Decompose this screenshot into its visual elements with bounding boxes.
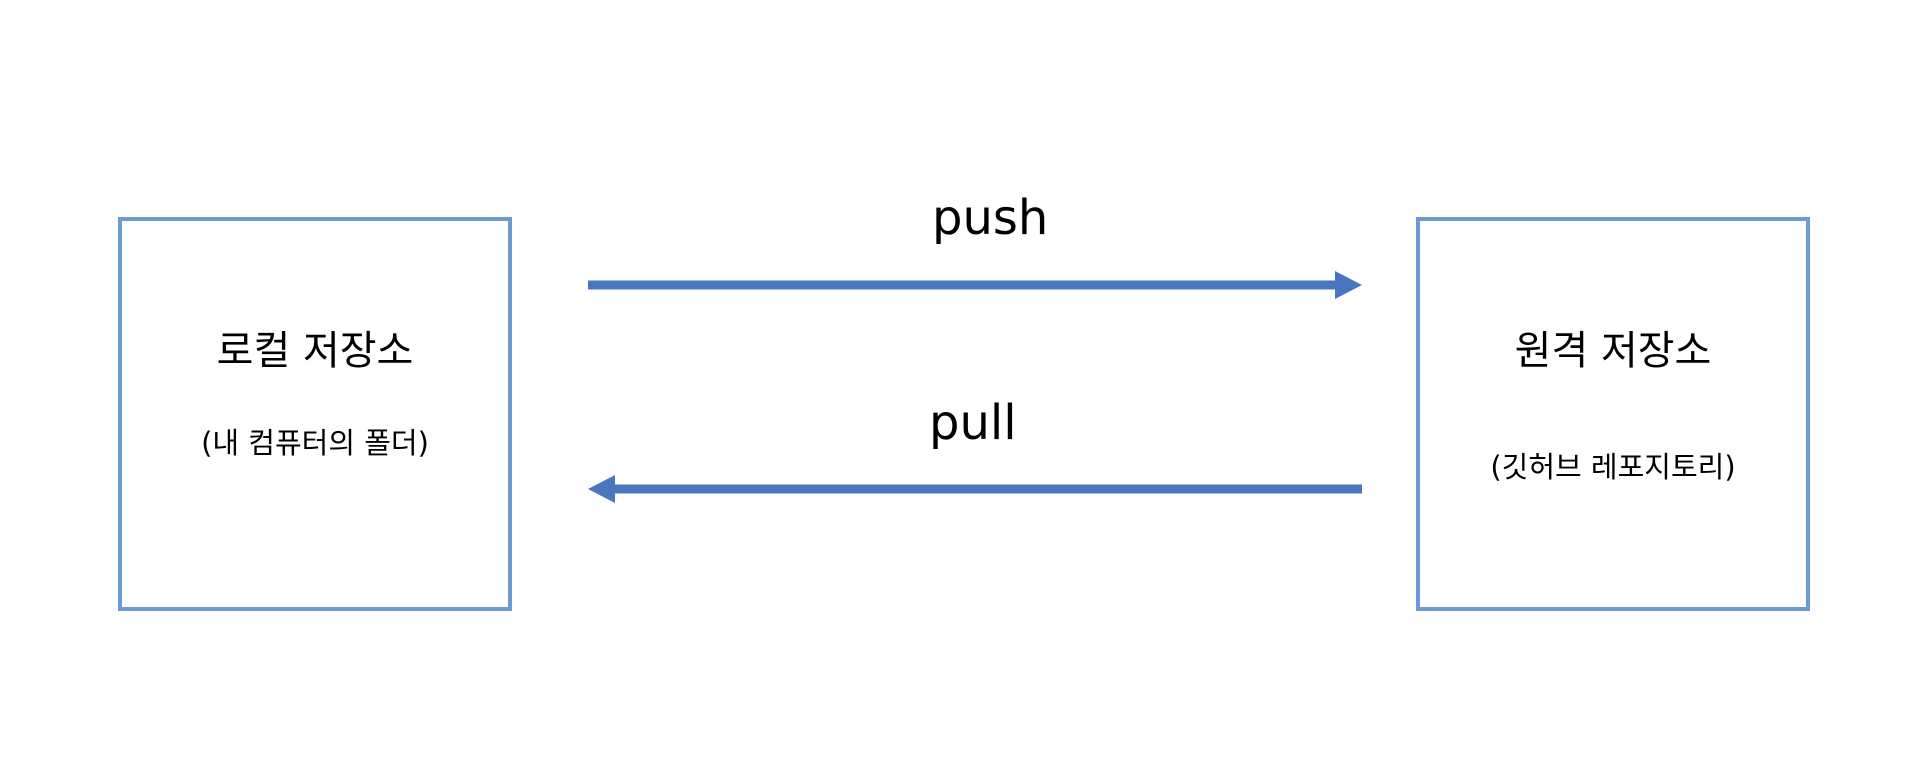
push-label: push xyxy=(932,190,1049,246)
pull-arrowhead-icon xyxy=(588,475,615,503)
pull-arrow xyxy=(588,475,1362,503)
remote-repository-subtitle: (깃허브 레포지토리) xyxy=(1490,450,1736,484)
pull-label: pull xyxy=(929,395,1017,451)
local-repository-title: 로컬 저장소 xyxy=(216,328,414,374)
push-arrowhead-icon xyxy=(1335,271,1362,299)
local-repository-box: 로컬 저장소 (내 컴퓨터의 폴더) xyxy=(118,217,512,611)
remote-repository-title: 원격 저장소 xyxy=(1514,328,1712,374)
remote-repository-box: 원격 저장소 (깃허브 레포지토리) xyxy=(1416,217,1810,611)
local-repository-subtitle: (내 컴퓨터의 폴더) xyxy=(201,426,429,460)
push-arrow xyxy=(588,271,1362,299)
